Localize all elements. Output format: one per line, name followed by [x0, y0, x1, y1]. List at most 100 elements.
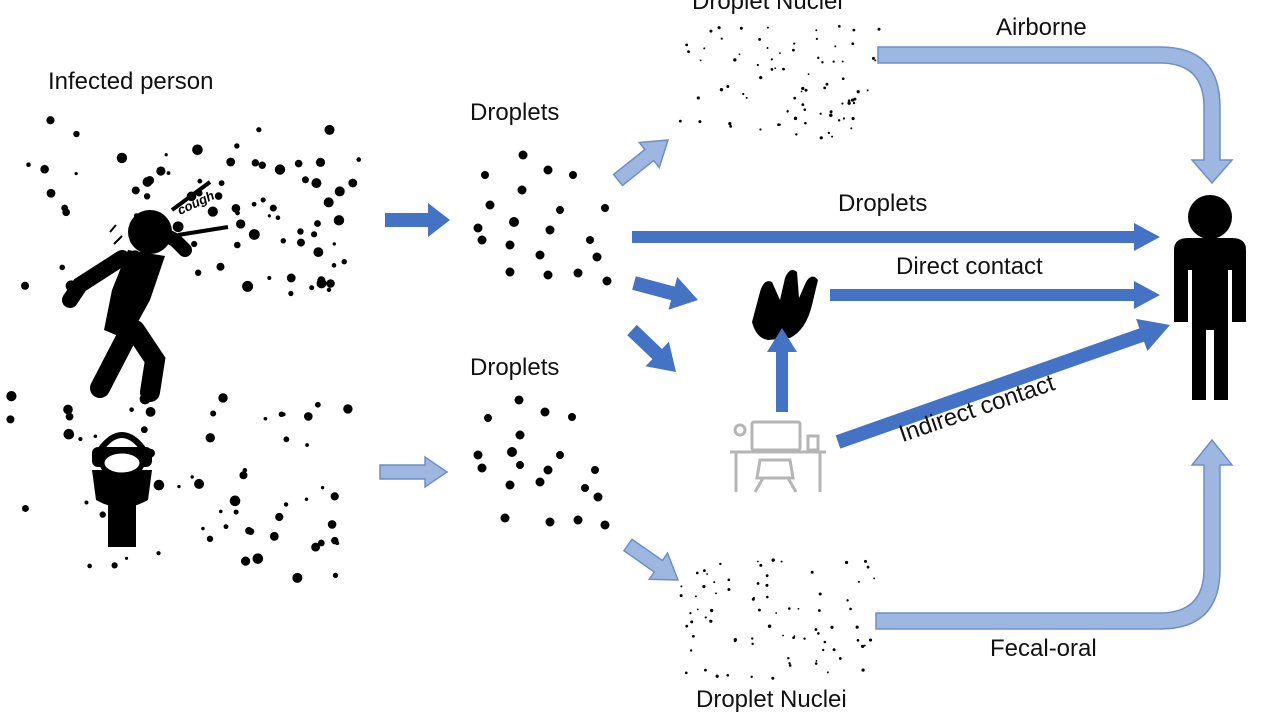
- droplet-dot: [832, 648, 836, 652]
- label-droplets-route: Droplets: [838, 190, 928, 217]
- label-infected-person: Infected person: [48, 68, 214, 95]
- droplet-dot: [324, 124, 335, 135]
- droplet-dot: [703, 569, 706, 573]
- toilet-icon: [92, 432, 152, 547]
- droplet-dot: [766, 46, 769, 49]
- droplet-dot: [680, 585, 683, 588]
- droplet-dot: [751, 637, 754, 640]
- droplet-nuclei-top: [678, 25, 881, 140]
- droplet-dot: [759, 128, 762, 131]
- arrow-shape: [632, 276, 698, 310]
- droplet-dot: [873, 577, 876, 580]
- droplet-dot: [877, 27, 881, 31]
- droplet-dot: [838, 657, 842, 660]
- droplet-dot: [26, 162, 31, 167]
- droplet-dot: [197, 178, 203, 184]
- droplet-dot: [74, 171, 78, 176]
- droplet-dot: [205, 433, 215, 443]
- droplet-dot: [477, 235, 487, 245]
- droplet-dot: [770, 58, 773, 61]
- droplet-dot: [543, 465, 553, 475]
- droplet-dot: [788, 607, 791, 610]
- droplet-dot: [229, 159, 234, 164]
- droplet-dot: [286, 273, 296, 283]
- droplet-dot: [691, 634, 695, 638]
- droplet-dot: [600, 520, 610, 530]
- droplet-dot: [726, 673, 730, 677]
- arrow-shape: [385, 203, 450, 237]
- droplet-dot: [343, 404, 353, 414]
- droplet-dot: [803, 637, 806, 640]
- label-droplets-bottom: Droplets: [470, 354, 560, 381]
- droplet-dot: [856, 90, 860, 94]
- droplet-dot: [863, 559, 867, 563]
- droplet-dot: [847, 101, 851, 105]
- droplet-dot: [866, 89, 869, 92]
- droplet-dot: [868, 638, 873, 642]
- droplet-dot: [849, 607, 852, 611]
- droplet-dot: [853, 97, 857, 101]
- droplet-dot: [871, 56, 875, 60]
- droplet-dot: [771, 558, 775, 562]
- droplet-dot: [832, 60, 835, 63]
- droplet-dot: [131, 186, 140, 195]
- droplet-dot: [500, 513, 510, 523]
- droplet-dot: [759, 563, 763, 567]
- droplet-dot: [242, 280, 254, 292]
- droplet-dot: [93, 434, 98, 439]
- droplet-dot: [715, 592, 717, 595]
- droplet-dot: [782, 67, 785, 71]
- arrow-shape: [767, 328, 797, 412]
- droplet-dot: [729, 124, 733, 128]
- droplet-dot: [251, 201, 257, 207]
- droplet-dot: [831, 135, 834, 138]
- droplet-dot: [685, 624, 689, 628]
- droplet-dot: [140, 426, 148, 434]
- droplet-dot: [296, 238, 305, 247]
- droplet-dot: [758, 38, 762, 41]
- arrow-cough-to-droplets: [385, 203, 450, 237]
- droplet-dot: [210, 410, 217, 417]
- droplet-dot: [818, 592, 822, 596]
- droplet-dot: [699, 59, 702, 62]
- droplet-dot: [267, 276, 272, 281]
- droplet-dot: [726, 84, 730, 88]
- droplet-dot: [280, 238, 286, 244]
- droplet-dot: [694, 595, 697, 598]
- droplet-dot: [684, 671, 688, 675]
- droplet-dot: [40, 164, 49, 174]
- arrow-shape: [622, 538, 680, 581]
- droplet-dot: [192, 144, 203, 156]
- droplet-dot: [758, 608, 761, 612]
- droplet-dot: [87, 563, 92, 569]
- droplet-dot: [484, 414, 492, 422]
- droplet-dot: [229, 495, 241, 507]
- droplet-dot: [745, 96, 748, 99]
- droplet-dot: [556, 206, 564, 214]
- droplet-dot: [283, 436, 290, 443]
- droplet-dot: [823, 86, 827, 90]
- droplet-dot: [545, 517, 555, 527]
- label-droplet-nuclei-bottom: Droplet Nuclei: [696, 686, 847, 713]
- droplet-dot: [333, 215, 345, 226]
- droplet-dot: [842, 117, 846, 120]
- droplet-dot: [581, 484, 589, 492]
- droplet-dot: [216, 262, 225, 271]
- droplet-dot: [317, 539, 325, 547]
- droplet-dot: [240, 556, 251, 566]
- droplet-dot: [793, 635, 796, 638]
- droplet-dot: [207, 206, 218, 217]
- droplet-dot: [518, 150, 528, 160]
- droplet-dot: [709, 29, 713, 33]
- droplet-dot: [341, 259, 347, 265]
- droplet-dot: [164, 153, 168, 157]
- droplet-dot: [46, 116, 55, 125]
- droplet-dot: [851, 116, 855, 121]
- droplet-dot: [231, 203, 241, 213]
- droplet-dot: [275, 215, 281, 221]
- droplet-dot: [6, 415, 15, 424]
- droplet-dot: [65, 412, 74, 421]
- droplet-dot: [233, 241, 241, 249]
- droplet-dot: [129, 407, 134, 412]
- droplet-dot: [765, 583, 769, 587]
